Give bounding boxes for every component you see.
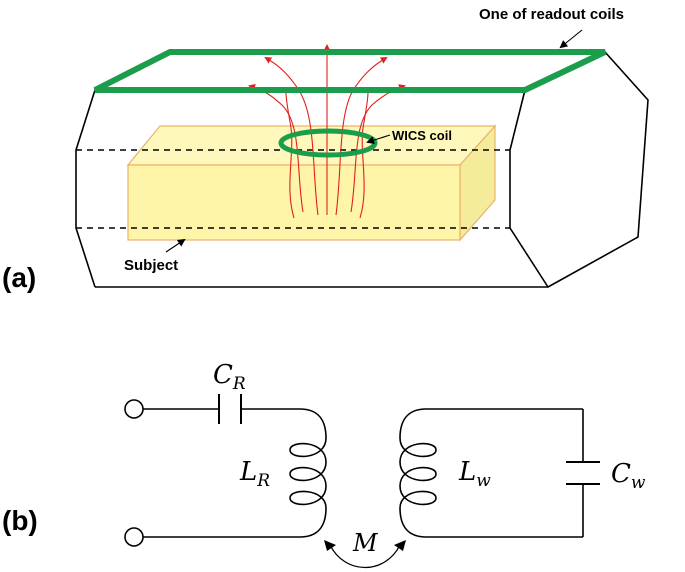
mutual-arrowhead-left — [324, 540, 336, 551]
lw-label: Lw — [458, 457, 491, 491]
readout-callout-arrow — [559, 29, 583, 49]
terminal-bottom — [124, 527, 144, 547]
capacitor-cw — [566, 461, 600, 485]
panel-a-tag: (a) — [2, 262, 36, 293]
panel-b-labels: CR LR Lw Cw M (b) — [2, 360, 646, 557]
cw-label: Cw — [611, 459, 646, 493]
readout-circuit-wires — [143, 408, 327, 538]
mutual-inductance-label: M — [352, 529, 379, 557]
wics-coil-label: WICS coil — [392, 128, 452, 143]
capacitor-cr — [218, 394, 242, 424]
subject-callout-arrow — [165, 238, 186, 253]
cr-label: CR — [213, 360, 246, 394]
wics-circuit-wires — [399, 408, 584, 538]
panel-b-tag: (b) — [2, 505, 38, 536]
readout-coil-label: One of readout coils — [479, 6, 624, 23]
panel-b — [124, 394, 600, 568]
inductor-lr — [289, 437, 327, 509]
terminal-top — [124, 399, 144, 419]
lr-label: LR — [239, 457, 270, 491]
subject-block — [126, 124, 497, 242]
mutual-inductance-arrow — [329, 544, 401, 568]
panel-a: One of readout coils WICS coil Subject (… — [2, 6, 649, 293]
wics-coil — [278, 128, 378, 158]
wics-callout-arrow — [366, 134, 391, 144]
mutual-arrowhead-right — [394, 540, 406, 551]
inductor-lw — [399, 437, 437, 509]
subject-label: Subject — [124, 257, 178, 274]
readout-coil — [93, 49, 607, 93]
